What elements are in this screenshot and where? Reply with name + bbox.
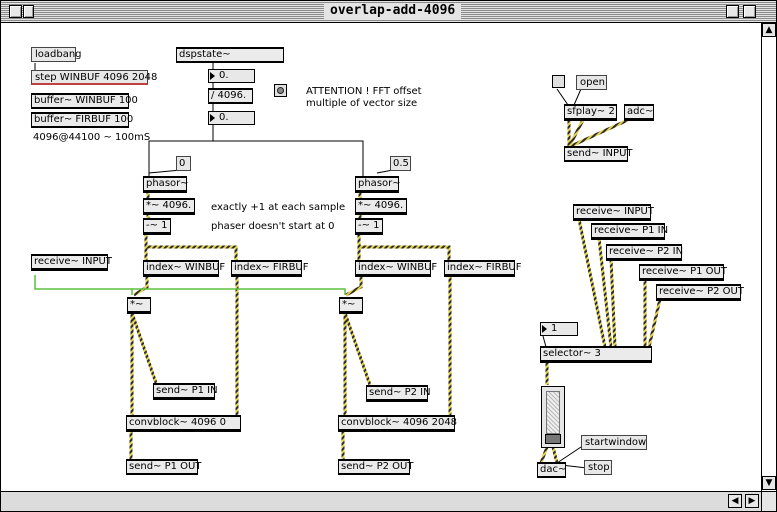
grow-box-icon[interactable] — [761, 491, 776, 511]
index-winbuf-left-object[interactable]: index~ WINBUF — [143, 260, 225, 277]
subtract-right-object[interactable]: -~ 1 — [355, 218, 383, 235]
zoom-box[interactable] — [726, 5, 739, 18]
receive-p1-in-object[interactable]: receive~ P1 IN — [591, 223, 668, 240]
receive-p1-out-object[interactable]: receive~ P1 OUT — [639, 264, 727, 281]
selector-number[interactable]: 1 — [540, 322, 578, 336]
phase-05-message[interactable]: 0.5 — [390, 156, 411, 171]
collapse-box[interactable] — [743, 5, 756, 18]
phasor-left-object[interactable]: phasor~ — [143, 176, 189, 193]
gain-slider-track — [546, 391, 560, 434]
dspstate-object[interactable]: dspstate~ — [176, 47, 284, 63]
subtract-left-object[interactable]: -~ 1 — [143, 218, 171, 235]
phasor-right-object[interactable]: phasor~ — [355, 176, 401, 193]
duration-comment: 4096@44100 ~ 100mS — [33, 132, 151, 143]
divide-object[interactable]: / 4096. — [208, 88, 253, 104]
index-firbuf-left-object[interactable]: index~ FIRBUF — [231, 260, 309, 277]
samplerate-value: 0. — [219, 70, 229, 81]
selector-object[interactable]: selector~ 3 — [540, 346, 652, 363]
multiply-right-object[interactable]: *~ 4096. — [355, 198, 407, 215]
toggle-box[interactable] — [552, 75, 565, 88]
send-p2-in-object[interactable]: send~ P2 IN — [366, 385, 431, 402]
patch-cords — [34, 61, 662, 469]
attention-comment-2: multiple of vector size — [306, 98, 418, 109]
buffer-firbuf-object[interactable]: buffer~ FIRBUF 100 — [31, 112, 133, 128]
send-p2-out-object[interactable]: send~ P2 OUT — [338, 459, 413, 475]
sfplay-object[interactable]: sfplay~ 2 — [564, 104, 617, 121]
dac-object[interactable]: dac~ — [537, 462, 566, 478]
frequency-number[interactable]: 0. — [208, 111, 255, 125]
index-firbuf-right-object[interactable]: index~ FIRBUF — [444, 260, 522, 277]
frequency-value: 0. — [219, 112, 229, 123]
attention-comment: ATTENTION ! FFT offset — [306, 86, 422, 97]
times-right-object[interactable]: *~ — [339, 297, 363, 314]
scroll-left-icon[interactable]: ◀ — [728, 494, 742, 508]
buffer-winbuf-object[interactable]: buffer~ WINBUF 100 — [31, 93, 138, 109]
close-box[interactable] — [9, 5, 22, 18]
convblock-left-object[interactable]: convblock~ 4096 0 — [126, 415, 241, 432]
vertical-scrollbar[interactable]: ▲ ▼ — [761, 23, 776, 491]
loadbang-object[interactable]: loadbang — [31, 47, 82, 62]
scroll-right-icon[interactable]: ▶ — [745, 494, 759, 508]
step-message[interactable]: step WINBUF 4096 2048 — [31, 70, 157, 85]
phaser-comment: phaser doesn't start at 0 — [211, 221, 335, 232]
window-shade-icon[interactable] — [23, 5, 34, 18]
scroll-down-icon[interactable]: ▼ — [762, 476, 776, 490]
times-left-object[interactable]: *~ — [127, 297, 151, 314]
selector-value: 1 — [551, 323, 558, 334]
title-bar[interactable]: overlap-add-4096 — [1, 1, 776, 23]
window-title: overlap-add-4096 — [324, 3, 462, 19]
patcher-canvas[interactable]: loadbang step WINBUF 4096 2048 buffer~ W… — [1, 23, 761, 491]
bang-button[interactable] — [274, 84, 287, 97]
convblock-right-object[interactable]: convblock~ 4096 2048 — [338, 415, 457, 432]
exact-comment: exactly +1 at each sample — [211, 202, 346, 213]
gain-slider[interactable] — [541, 386, 565, 448]
receive-p2-out-object[interactable]: receive~ P2 OUT — [656, 284, 744, 301]
adc-object[interactable]: adc~ — [624, 104, 654, 121]
index-winbuf-right-object[interactable]: index~ WINBUF — [355, 260, 437, 277]
receive-p2-in-object[interactable]: receive~ P2 IN — [606, 244, 683, 261]
multiply-left-object[interactable]: *~ 4096. — [143, 198, 195, 215]
receive-input-object[interactable]: receive~ INPUT — [31, 254, 112, 271]
startwindow-message[interactable]: startwindow — [581, 435, 647, 450]
send-p1-out-object[interactable]: send~ P1 OUT — [126, 459, 201, 475]
samplerate-number[interactable]: 0. — [208, 69, 255, 83]
send-input-object[interactable]: send~ INPUT — [564, 146, 633, 162]
gain-slider-knob[interactable] — [545, 434, 561, 444]
phase-0-message[interactable]: 0 — [176, 156, 191, 171]
scroll-up-icon[interactable]: ▲ — [762, 23, 776, 37]
receive-input-2-object[interactable]: receive~ INPUT — [573, 204, 654, 221]
stop-message[interactable]: stop — [584, 460, 612, 475]
send-p1-in-object[interactable]: send~ P1 IN — [153, 383, 218, 400]
horizontal-scrollbar[interactable]: ◀ ▶ — [1, 491, 761, 511]
bang-icon — [277, 87, 284, 94]
open-message[interactable]: open — [576, 75, 607, 90]
